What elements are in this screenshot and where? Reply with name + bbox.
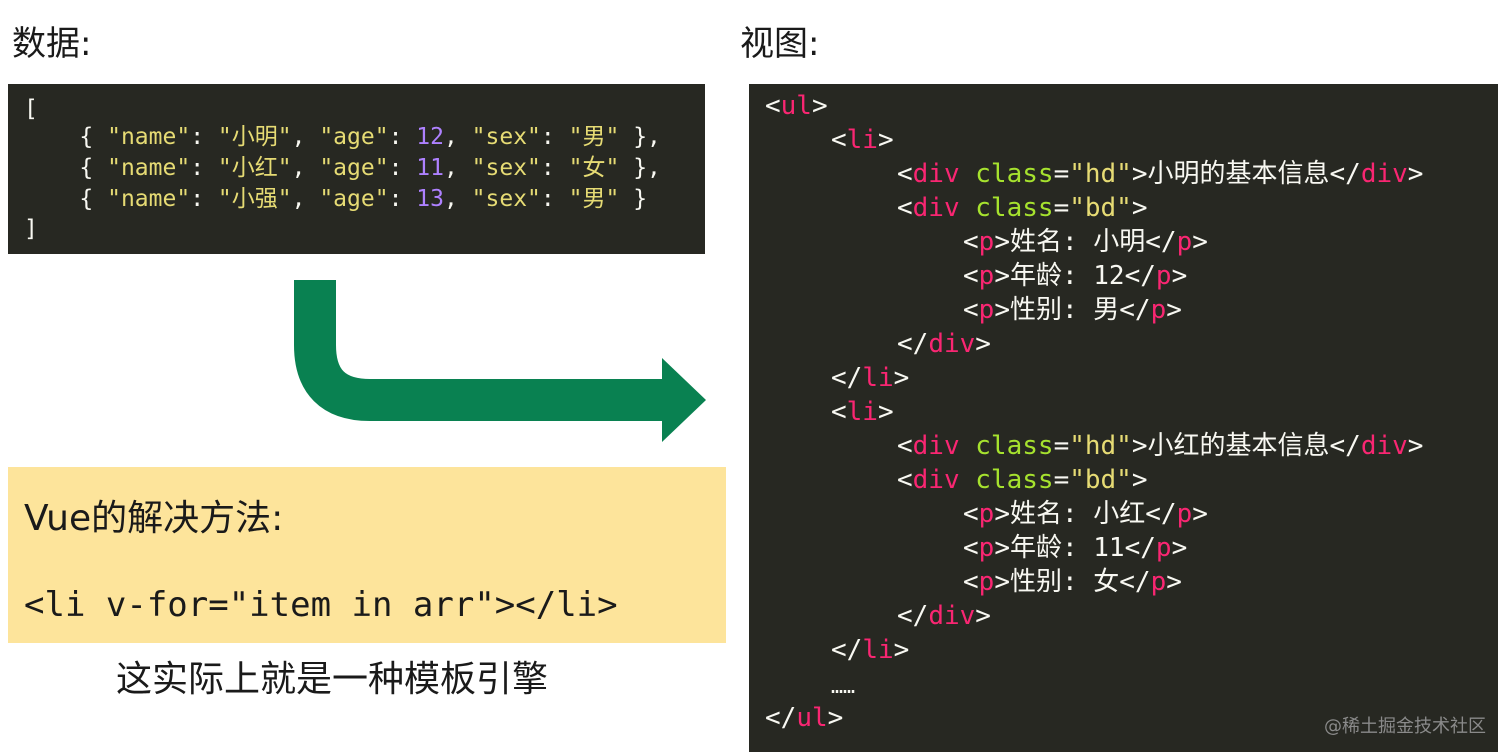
- json-code-block: [ { "name": "小明", "age": 12, "sex": "男" …: [8, 84, 705, 254]
- json-key: "sex": [471, 186, 541, 212]
- json-key: "name": [107, 124, 191, 150]
- view-heading: 视图:: [740, 24, 820, 64]
- json-row: { "name": "小明", "age": 12, "sex": "男" },: [24, 124, 661, 150]
- code-line: </div>: [897, 329, 991, 359]
- json-value: "女": [568, 155, 620, 181]
- code-line: </li>: [831, 363, 910, 393]
- json-number: 12: [416, 124, 444, 150]
- code-line: </div>: [897, 601, 991, 631]
- solution-note: 这实际上就是一种模板引擎: [116, 659, 549, 700]
- json-open-bracket: [: [24, 96, 38, 122]
- curved-arrow-right-icon: [294, 280, 706, 442]
- code-line: <div class="bd">: [897, 193, 1148, 223]
- code-line: <p>姓名: 小红</p>: [963, 499, 1208, 529]
- code-line: <p>姓名: 小明</p>: [963, 227, 1208, 257]
- code-line: <p>性别: 女</p>: [963, 567, 1182, 597]
- json-key: "sex": [471, 155, 541, 181]
- json-key: "age": [319, 124, 389, 150]
- solution-code: <li v-for="item in arr"></li>: [24, 585, 618, 625]
- code-line: <div class="hd">小红的基本信息</div>: [897, 431, 1424, 461]
- json-key: "age": [319, 155, 389, 181]
- code-line: <ul>: [765, 91, 828, 121]
- watermark: @稀土掘金技术社区: [1324, 716, 1486, 737]
- json-value: "小强": [217, 186, 292, 212]
- code-line: </ul>: [765, 703, 844, 733]
- json-key: "sex": [471, 124, 541, 150]
- code-line: <li>: [831, 397, 894, 427]
- html-code-block: <ul> <li> <div class="hd">小明的基本信息</div> …: [749, 84, 1498, 752]
- code-line: </li>: [831, 635, 910, 665]
- json-value: "小红": [217, 155, 292, 181]
- json-row: { "name": "小红", "age": 11, "sex": "女" },: [24, 155, 661, 181]
- json-key: "age": [319, 186, 389, 212]
- json-value: "小明": [217, 124, 292, 150]
- json-row: { "name": "小强", "age": 13, "sex": "男" }: [24, 186, 648, 212]
- code-line: <div class="hd">小明的基本信息</div>: [897, 159, 1424, 189]
- json-number: 11: [416, 155, 444, 181]
- json-value: "男": [568, 186, 620, 212]
- solution-box: Vue的解决方法: <li v-for="item in arr"></li>: [8, 467, 726, 643]
- json-key: "name": [107, 186, 191, 212]
- data-heading: 数据:: [12, 24, 92, 64]
- code-line: <div class="bd">: [897, 465, 1148, 495]
- solution-title: Vue的解决方法:: [24, 498, 284, 539]
- code-line: <p>年龄: 11</p>: [963, 533, 1188, 563]
- json-key: "name": [107, 155, 191, 181]
- json-close-bracket: ]: [24, 216, 38, 242]
- json-number: 13: [416, 186, 444, 212]
- code-line: <p>年龄: 12</p>: [963, 261, 1188, 291]
- code-line: <p>性别: 男</p>: [963, 295, 1182, 325]
- code-ellipsis: ……: [831, 674, 856, 698]
- code-line: <li>: [831, 125, 894, 155]
- json-value: "男": [568, 124, 620, 150]
